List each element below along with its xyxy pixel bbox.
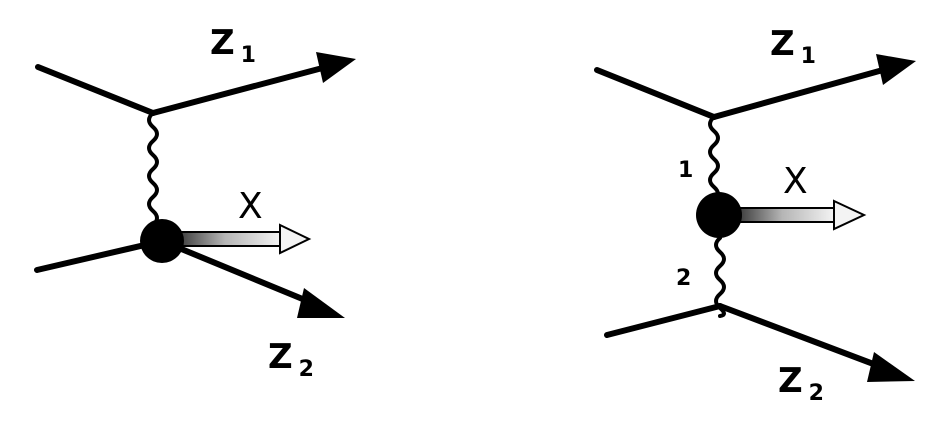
vertex-blob — [140, 219, 184, 263]
z2-outgoing-line — [159, 238, 325, 310]
incoming-lower-line — [604, 303, 723, 338]
incoming-upper-line — [35, 64, 156, 116]
z1-outgoing-line — [711, 65, 893, 120]
z2-outgoing-line — [717, 303, 895, 374]
z2-arrowhead — [297, 288, 345, 318]
incoming-upper-line — [594, 67, 717, 120]
vertex-blob — [696, 192, 742, 238]
z1-arrowhead — [316, 52, 356, 83]
x-label: X — [238, 186, 263, 227]
z1-outgoing-line — [150, 63, 333, 116]
x-arrow — [177, 223, 312, 255]
z2-arrowhead — [867, 352, 915, 382]
z1-arrowhead — [876, 54, 916, 85]
x-label: X — [783, 161, 808, 202]
boson-label-lower: 2 — [676, 266, 691, 291]
boson-label-upper: 1 — [678, 158, 693, 183]
x-arrow — [737, 199, 867, 231]
boson-propagator — [147, 111, 159, 239]
